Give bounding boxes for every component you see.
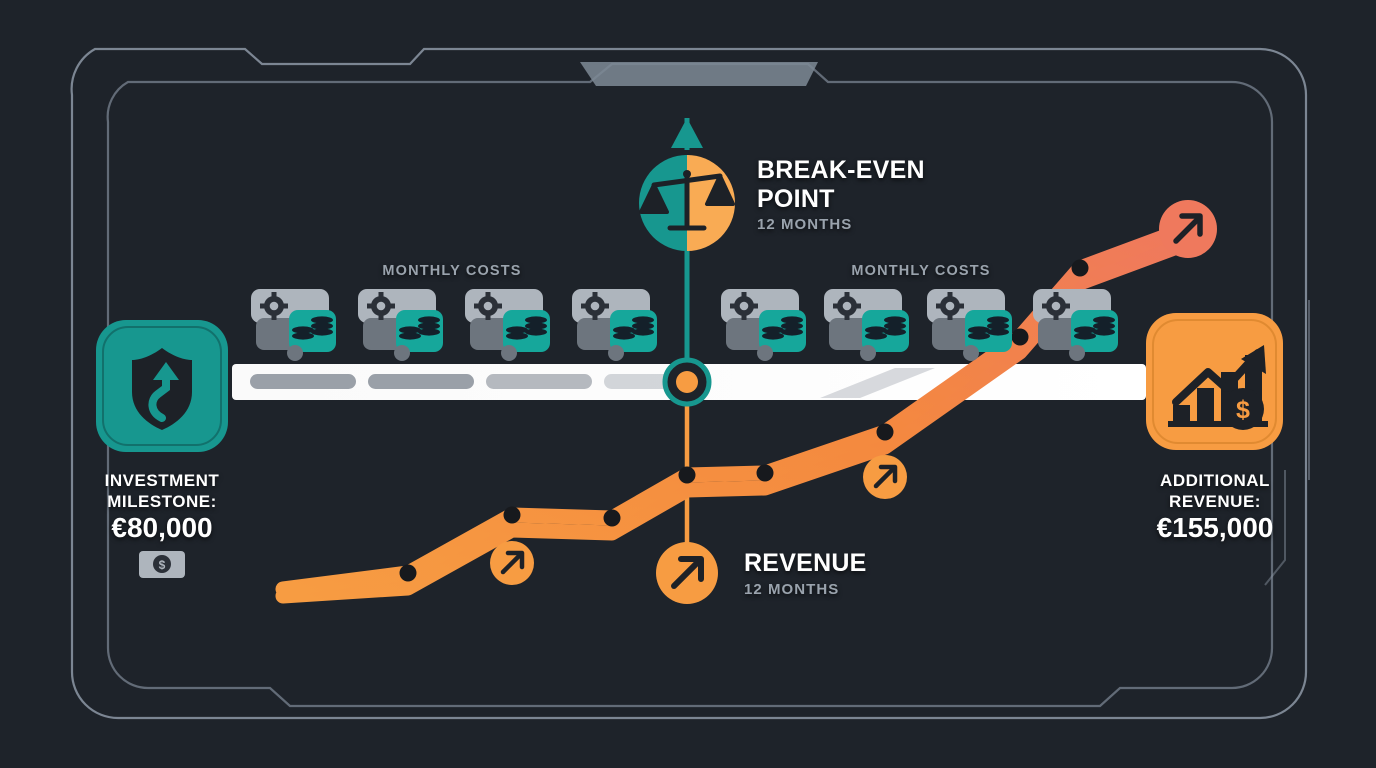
additional-revenue-title-line1: ADDITIONAL: [1160, 471, 1270, 490]
chart-node: [603, 509, 621, 527]
banknote-icon: $: [139, 551, 185, 578]
chart-node: [1011, 328, 1029, 346]
coins-icon: [1074, 316, 1115, 340]
chart-node: [503, 506, 521, 524]
gear-icon: [581, 292, 609, 320]
chart-node: [399, 564, 417, 582]
timeline-segment: [250, 374, 356, 389]
arrow-badge-3: [1159, 200, 1217, 258]
cost-item: [465, 289, 550, 361]
cost-item: [1033, 289, 1118, 361]
frame-inner: [106, 62, 1274, 708]
gear-icon: [730, 292, 758, 320]
gear-icon: [260, 292, 288, 320]
investment-title-line1: INVESTMENT: [104, 471, 220, 490]
chart-node: [678, 466, 696, 484]
gear-icon: [833, 292, 861, 320]
investment-value: €80,000: [111, 512, 213, 543]
gear-icon: [1042, 292, 1070, 320]
cost-item: [358, 289, 443, 361]
cost-item: [721, 289, 806, 361]
coins-icon: [865, 316, 906, 340]
gear-icon: [474, 292, 502, 320]
coins-icon: [613, 316, 654, 340]
cost-item: [251, 289, 336, 361]
shield-growth-icon: [132, 348, 192, 430]
arrow-badge-2: [863, 455, 907, 499]
svg-text:$: $: [1236, 396, 1250, 424]
breakeven-title-line2: POINT: [757, 185, 835, 213]
cost-item: [572, 289, 657, 361]
cost-item: [927, 289, 1012, 361]
balance-scales-icon: [639, 170, 735, 231]
chart-node: [876, 423, 894, 441]
svg-text:$: $: [159, 558, 166, 572]
investment-title-line2: MILESTONE:: [107, 492, 217, 511]
timeline-segment: [486, 374, 592, 389]
chart-node: [756, 464, 774, 482]
frame-right-accent-2: [1264, 470, 1286, 586]
revenue-arrow-badge: [656, 542, 718, 604]
cost-item: [824, 289, 909, 361]
coins-icon: [292, 316, 333, 340]
coins-icon: [968, 316, 1009, 340]
bar-chart-money-icon: $: [1168, 345, 1268, 430]
timeline-segment: [368, 374, 474, 389]
coins-icon: [399, 316, 440, 340]
additional-revenue-value: €155,000: [1156, 512, 1274, 543]
monthly-costs-label-left: MONTHLY COSTS: [382, 263, 522, 279]
breakeven-title-line1: BREAK-EVEN: [757, 156, 925, 184]
timeline-bar-shadow: [820, 368, 935, 398]
coins-icon: [506, 316, 547, 340]
gear-icon: [936, 292, 964, 320]
coins-icon: [762, 316, 803, 340]
chart-node: [1071, 259, 1089, 277]
revenue-subtitle: 12 MONTHS: [744, 581, 840, 598]
monthly-costs-label-right: MONTHLY COSTS: [851, 263, 991, 279]
additional-revenue-title-line2: REVENUE:: [1169, 492, 1261, 511]
frame-top-notch: [580, 62, 818, 86]
breakeven-node-core: [676, 371, 698, 393]
gear-icon: [367, 292, 395, 320]
frame-outer: [70, 47, 1308, 720]
arrow-badge-1: [490, 541, 534, 585]
revenue-title: REVENUE: [744, 549, 867, 577]
breakeven-subtitle: 12 MONTHS: [757, 216, 853, 233]
